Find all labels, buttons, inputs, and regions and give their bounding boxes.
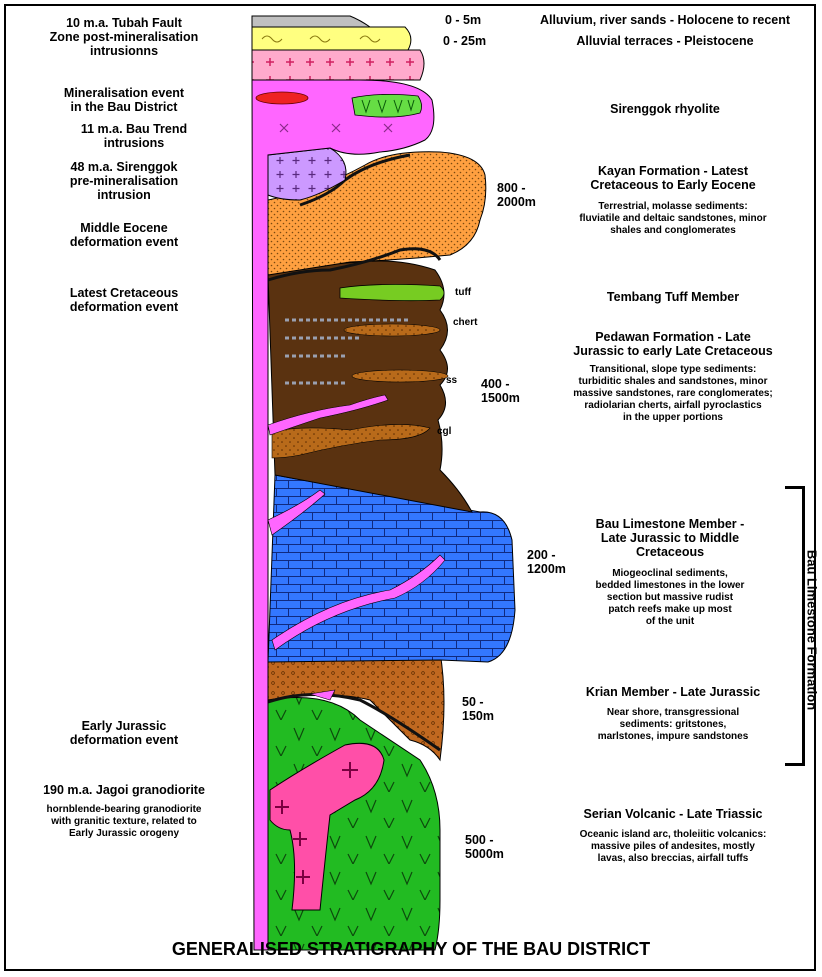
event-tubah: 10 m.a. Tubah Fault Zone post-mineralisa… [14,16,234,58]
unit-kayan-title: Kayan Formation - Latest Cretaceous to E… [548,164,798,192]
event-early-jurassic: Early Jurassic deformation event [14,719,234,747]
unit-serian-description: Oceanic island arc, tholeiitic volcanics… [548,829,798,865]
unit-tembang-title: Tembang Tuff Member [548,290,798,304]
label-chert: chert [453,316,477,330]
unit-serian-title: Serian Volcanic - Late Triassic [548,807,798,821]
unit-bau-description: Miogeoclinal sediments, bedded limestone… [560,568,780,628]
unit-pedawan-description: Transitional, slope type sediments: turb… [548,364,798,424]
alluvial-terraces-unit [252,27,411,50]
unit-pedawan-title: Pedawan Formation - Late Jurassic to ear… [548,330,798,358]
sirenggok-rhyolite-body [352,94,422,117]
event-jagoi: 190 m.a. Jagoi granodiorite [14,783,234,797]
tembang-tuff-lens [340,284,444,300]
event-latest-cretaceous: Latest Cretaceous deformation event [14,286,234,314]
event-bau-trend: 11 m.a. Bau Trend intrusions [34,122,234,150]
mineralisation-lens [256,92,308,104]
unit-bau-title: Bau Limestone Member - Late Jurassic to … [560,517,780,559]
event-middle-eocene: Middle Eocene deformation event [14,221,234,249]
event-jagoi-description: hornblende-bearing granodiorite with gra… [14,804,234,840]
figure-title: GENERALISED STRATIGRAPHY OF THE BAU DIST… [0,939,822,960]
label-ss: ss [446,374,457,388]
sandstone-lens [344,324,440,336]
label-cgl: cgl [437,425,451,439]
bau-limestone-formation-bracket [785,486,805,766]
thickness-terraces: 0 - 25m [443,34,486,48]
unit-alluvium-title: Alluvium, river sands - Holocene to rece… [525,13,805,27]
event-mineralisation: Mineralisation event in the Bau District [14,86,234,114]
label-tuff: tuff [455,286,471,300]
unit-kayan-description: Terrestrial, molasse sediments: fluviati… [548,201,798,237]
thickness-alluvium: 0 - 5m [445,13,481,27]
unit-rhyolite-title: Sirenggok rhyolite [560,102,770,116]
unit-terraces-title: Alluvial terraces - Pleistocene [525,34,805,48]
thickness-serian: 500 - 5000m [465,833,504,861]
thickness-pedawan: 400 - 1500m [481,377,520,405]
thickness-krian: 50 - 150m [462,695,494,723]
unit-krian-title: Krian Member - Late Jurassic [548,685,798,699]
thickness-kayan: 800 - 2000m [497,181,536,209]
unit-krian-description: Near shore, transgressional sediments: g… [548,707,798,743]
event-sirenggok: 48 m.a. Sirenggok pre-mineralisation int… [14,160,234,202]
alluvium-unit [252,16,370,27]
sandstone-lens [352,370,448,382]
tubah-intrusion-unit [252,50,424,80]
bau-limestone-formation-label: Bau Limestone Formation [805,550,820,710]
